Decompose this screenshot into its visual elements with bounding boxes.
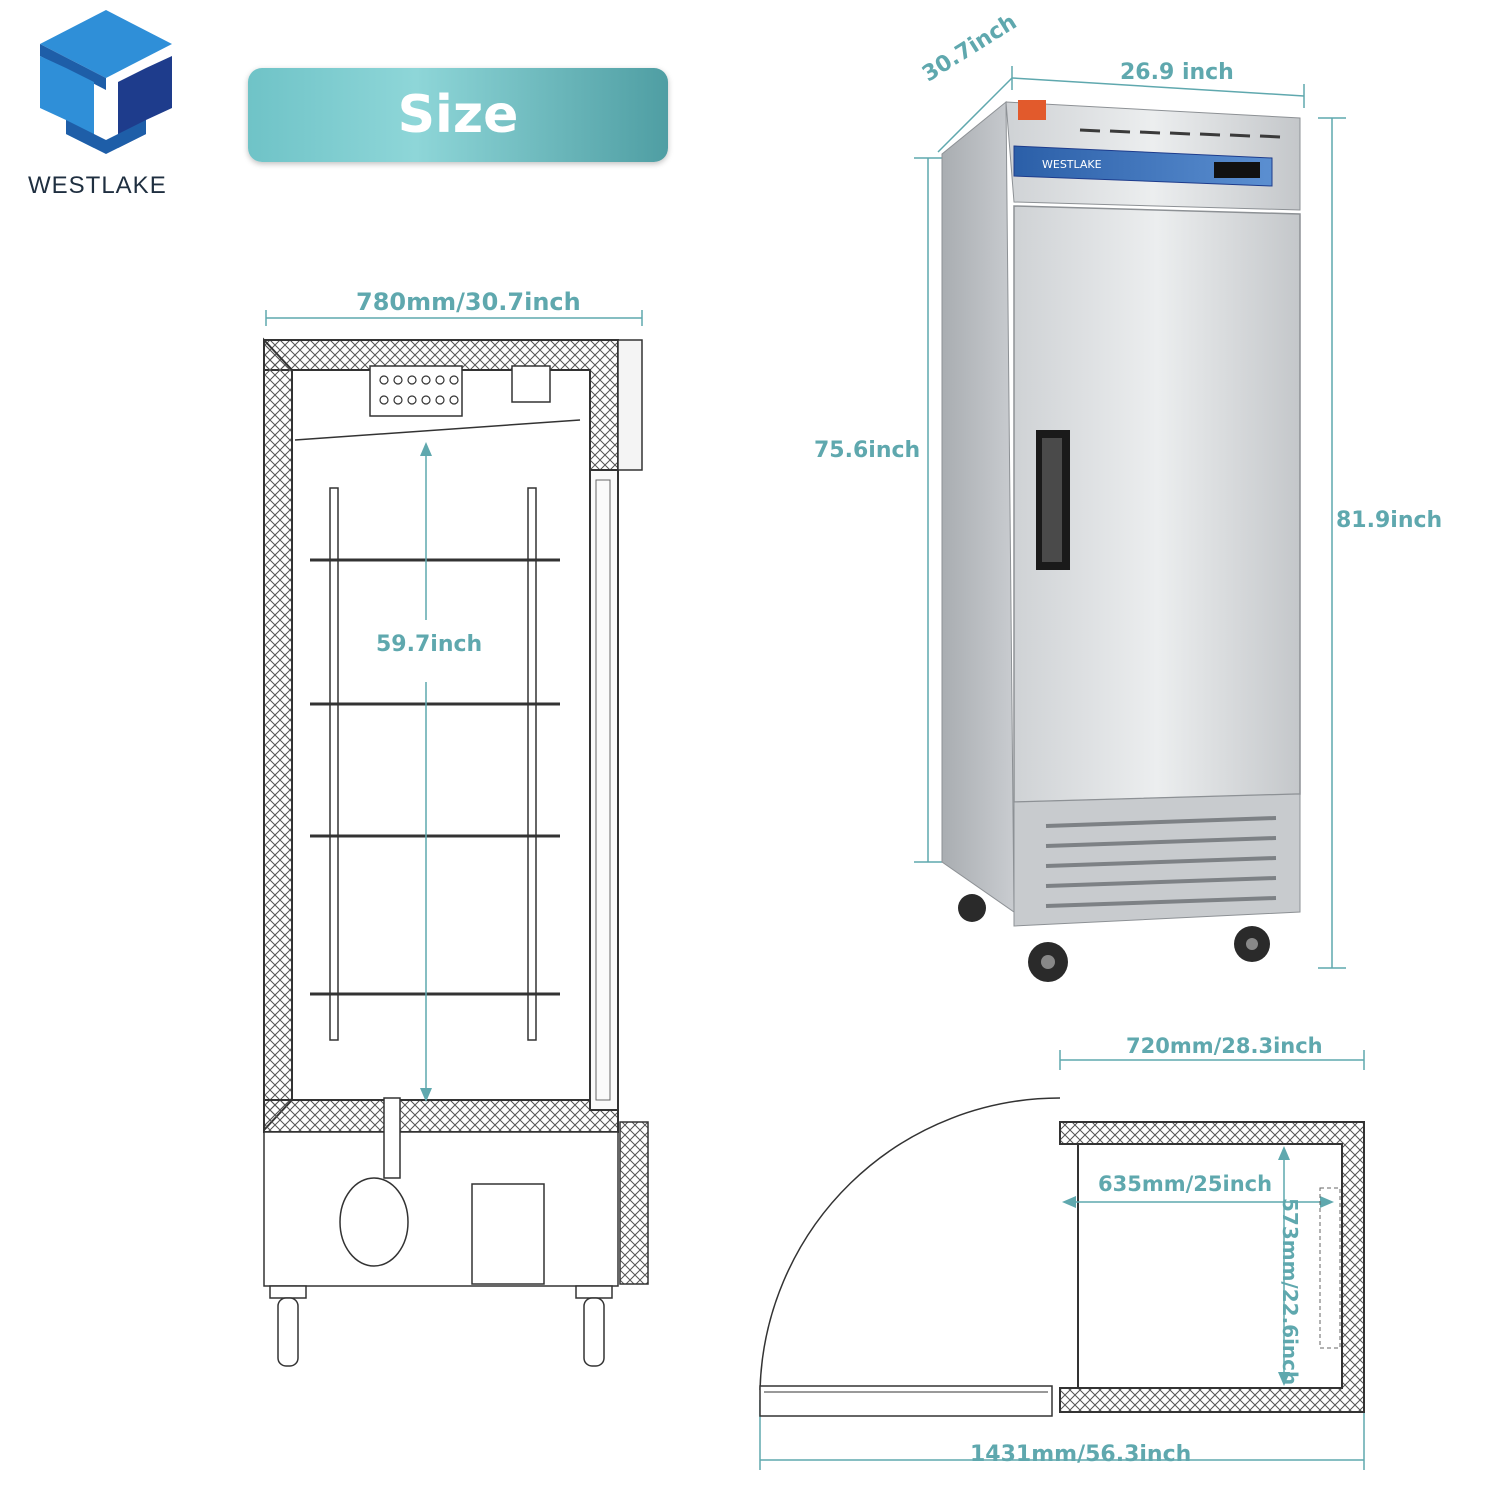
body-height-label: 75.6inch xyxy=(814,438,921,463)
door-clearance-label: 1431mm/56.3inch xyxy=(970,1442,1192,1467)
page-title: Size xyxy=(397,85,519,145)
nameplate-brand: WESTLAKE xyxy=(1042,158,1102,171)
total-height-label: 81.9inch xyxy=(1336,508,1443,533)
logo-mark-icon xyxy=(40,10,172,154)
side-section-drawing xyxy=(263,310,649,1367)
refrigerator-photo: WESTLAKE xyxy=(914,66,1346,982)
width-label: 26.9 inch xyxy=(1120,60,1234,85)
westlake-logo xyxy=(36,8,176,168)
brand-name: WESTLAKE xyxy=(28,172,167,199)
interior-height-label: 59.7inch xyxy=(376,632,483,657)
top-view-drawing xyxy=(759,1050,1365,1470)
size-title-badge: Size xyxy=(248,68,668,162)
outer-depth-label: 780mm/30.7inch xyxy=(356,288,581,316)
interior-depth-label: 573mm/22.6inch xyxy=(1278,1198,1302,1386)
outer-width-label: 720mm/28.3inch xyxy=(1126,1034,1323,1058)
interior-width-label: 635mm/25inch xyxy=(1098,1172,1273,1196)
